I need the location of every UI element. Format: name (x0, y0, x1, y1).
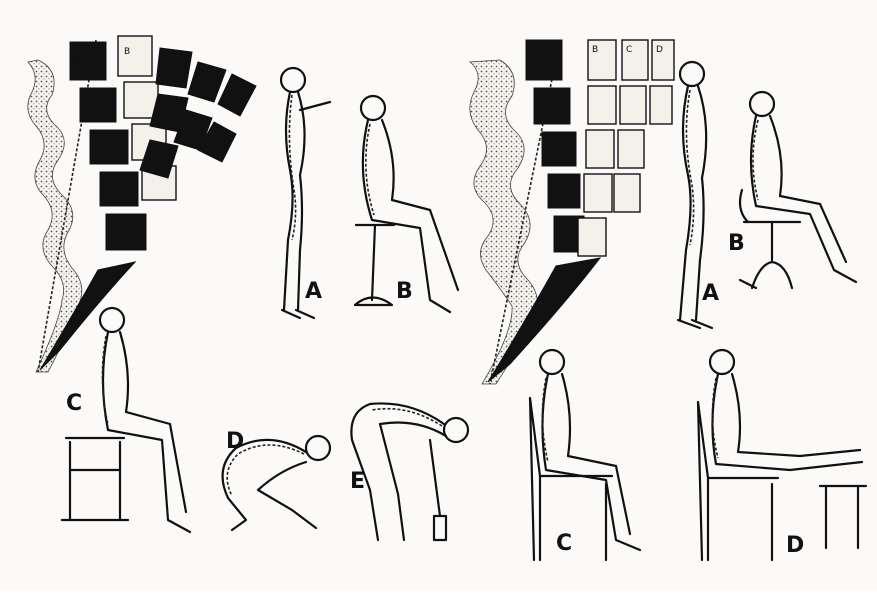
right-vertebra-column-b (578, 40, 616, 256)
left-figure-b-label: B (396, 279, 413, 304)
right-figure-c-chair: C (530, 350, 640, 560)
left-figure-b-stool: B (355, 96, 458, 312)
right-vertebra-column-a (526, 40, 584, 252)
right-figure-c-label: C (556, 531, 572, 556)
right-figure-a-standing: A (678, 62, 719, 328)
left-figure-e-bending: E (350, 403, 468, 540)
right-figure-a-label: A (702, 281, 719, 306)
left-vertebra-label-d: D (204, 73, 211, 83)
left-spine-diagram: A B C D E (28, 36, 256, 372)
right-vertebra-label-c: C (626, 45, 632, 55)
left-figure-c-label: C (66, 391, 82, 416)
left-vertebra-label-e: E (236, 87, 242, 97)
right-figure-d-legs-up: D (698, 350, 866, 560)
right-spine-diagram: A B C D (470, 40, 674, 384)
right-vertebra-label-a: A (530, 53, 537, 63)
right-figure-b-label: B (728, 231, 745, 256)
left-figure-a-label: A (305, 279, 322, 304)
right-panel: A B C D A B C (470, 40, 866, 560)
right-vertebra-column-c (614, 40, 648, 212)
left-vertebra-label-b: B (124, 47, 130, 57)
right-figure-d-label: D (786, 533, 804, 558)
right-vertebra-label-d: D (656, 45, 663, 55)
left-figure-a-standing: A (281, 68, 330, 318)
left-figure-d-label: D (226, 429, 244, 454)
left-figure-c-high-stool: C (62, 308, 190, 532)
left-vertebra-label-c: C (170, 59, 176, 69)
left-figure-d-crouching: D (223, 429, 330, 530)
left-panel: A B C D E A B C (28, 36, 468, 540)
left-figure-e-label: E (350, 469, 365, 494)
left-vertebra-label-a: A (74, 55, 81, 65)
right-figure-b-chair: B (728, 92, 856, 288)
right-vertebra-label-b: B (592, 45, 598, 55)
